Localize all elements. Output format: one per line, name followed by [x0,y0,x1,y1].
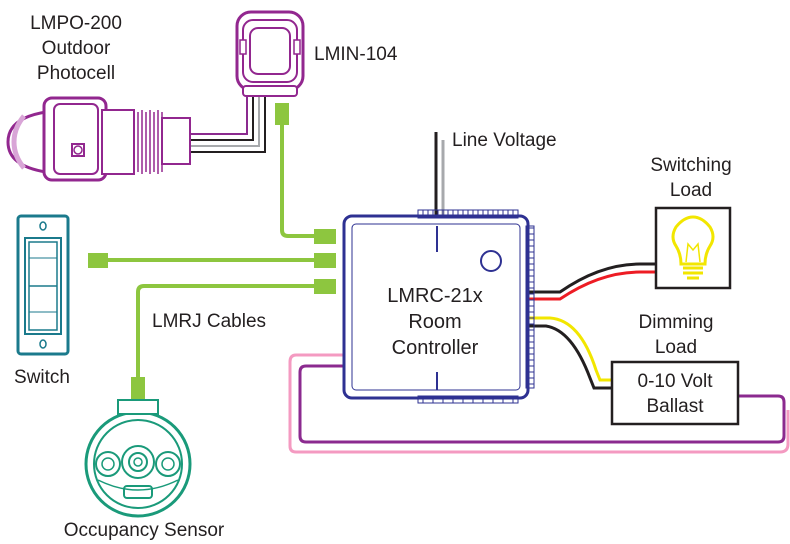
lmrj-cables-label: LMRJ Cables [152,311,266,332]
controller-vent-bottom [417,395,519,404]
room-controller: LMRC-21x Room Controller [342,209,535,404]
light-bulb-icon [671,215,715,280]
ballast-line-2: Ballast [646,396,704,417]
ballast-line-1: 0-10 Volt [638,371,714,392]
switch-label: Switch [14,367,70,388]
occupancy-sensor [84,399,192,518]
cable-interface-to-controller [280,120,320,238]
dimming-load-label-1: Dimming [639,312,714,333]
switching-load-label-2: Load [670,180,712,201]
controller-vent-top [417,210,514,218]
lmpo-200-photocell [6,96,191,182]
switching-load-label-1: Switching [650,155,731,176]
lmrj-cables [108,120,320,377]
plug-switch [88,253,108,268]
dimming-load-label-2: Load [655,337,697,358]
plug-controller-2 [314,253,336,268]
dimming-load-wires [528,316,612,390]
lmin-104-interface [235,10,305,97]
purple-loop-wire [298,364,786,444]
plug-controller-1 [314,229,336,244]
photocell-label-model: LMPO-200 [30,13,122,34]
controller-line-room: Room [408,311,461,333]
controller-line-controller: Controller [392,337,479,359]
plug-controller-3 [314,279,336,294]
controller-name: LMRC-21x [387,285,483,307]
ballast-box: 0-10 Volt Ballast [610,360,740,426]
line-voltage-label: Line Voltage [452,130,557,151]
photocell-label-outdoor: Outdoor [42,38,111,59]
controller-vent-right [526,227,534,385]
plug-interface [275,103,289,125]
switching-load-wires [528,262,656,301]
cable-sensor-to-controller [136,284,320,377]
cable-plugs [88,103,336,399]
interface-label: LMIN-104 [314,44,398,65]
wall-switch[interactable] [16,214,70,356]
controller-status-led [480,250,502,272]
occupancy-sensor-label: Occupancy Sensor [64,520,225,541]
switching-load-box [654,206,732,290]
plug-sensor [131,377,145,399]
photocell-wires [190,96,266,153]
photocell-label-photocell: Photocell [37,63,115,84]
line-voltage-wires [434,132,445,216]
pink-loop-wire [288,353,790,454]
